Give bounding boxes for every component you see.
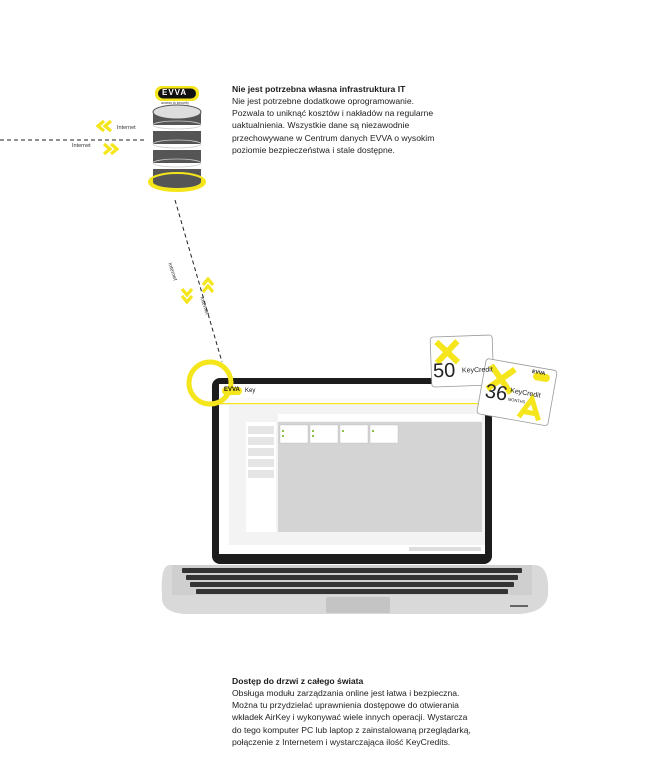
bottom-line-2: Można tu przydzielać uprawnienia dostępo… (232, 700, 459, 711)
laptop-illustration (161, 378, 549, 614)
top-heading: Nie jest potrzebna własna infrastruktura… (232, 84, 406, 94)
card1-label: KeyCredit (461, 366, 493, 375)
chevrons-left-icon (95, 119, 113, 133)
top-line-1: Nie jest potrzebne dodatkowe oprogramowa… (232, 96, 415, 106)
laptop-evva-text: EVVA (224, 387, 240, 393)
chevrons-down-icon (180, 287, 194, 305)
bottom-line-3: wkładek AirKey i wykonywać wiele innych … (232, 712, 468, 723)
infrastructure-diagram (0, 86, 558, 614)
chevrons-right-icon (102, 142, 120, 156)
top-line-3: uaktualnienia. Wszystkie dane są niezawo… (232, 120, 410, 131)
top-line-2: Pozwala to uniknąć kosztów i nakładów na… (232, 108, 434, 119)
evva-logo (155, 86, 199, 101)
connection-line-laptop (174, 199, 223, 363)
bottom-text-block: Dostęp do drzwi z całego świata Obsługa … (232, 675, 532, 748)
internet-label-lower: Internet (72, 143, 91, 149)
bottom-line-4: do tego komputer PC lub laptop z zainsta… (232, 724, 471, 735)
top-line-5: poziomie bezpieczeństwa i stale dostępne… (232, 144, 395, 155)
server-stack-icon (148, 104, 206, 192)
bottom-line-1: Obsługa modułu zarządzania online jest ł… (232, 688, 460, 698)
chevrons-up-icon (201, 276, 215, 294)
bottom-heading: Dostęp do drzwi z całego świata (232, 676, 364, 686)
top-text-block: Nie jest potrzebna własna infrastruktura… (232, 83, 472, 156)
bottom-line-5: połączenie z Internetem i wystarczająca … (232, 736, 451, 747)
card1-number: 50 (432, 359, 456, 383)
card2-number: 36 (483, 380, 510, 406)
highlight-ring (186, 359, 234, 407)
keycredit-card-36 (476, 358, 558, 426)
evva-logo-tagline: access to security (161, 101, 189, 105)
internet-label-upper: Internet (117, 125, 136, 131)
evva-logo-text: EVVA (162, 88, 188, 97)
keycredit-card-50 (429, 334, 495, 388)
top-line-4: przechowywane w Centrum danych EVVA o wy… (232, 132, 435, 143)
laptop-app-title: Key (245, 388, 256, 394)
